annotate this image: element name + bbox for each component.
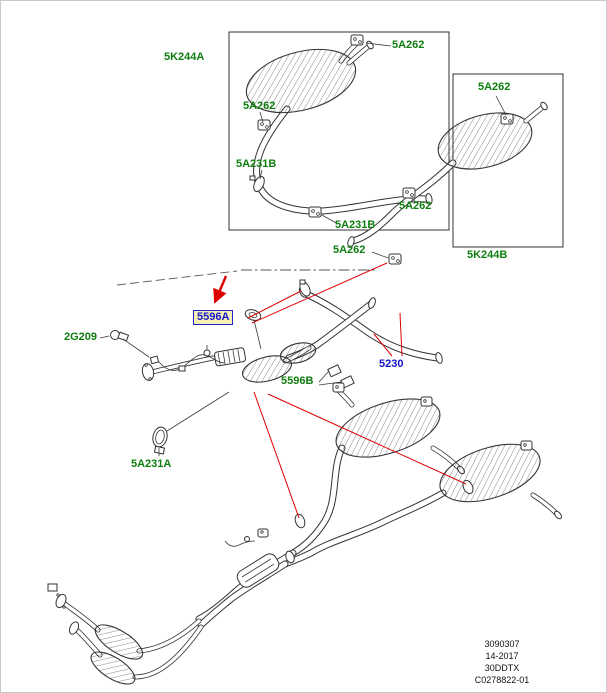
hanger-bracket-5A262-c <box>500 113 514 125</box>
front-pipe-catalyst-assembly <box>110 309 355 455</box>
part-label-5596B[interactable]: 5596B <box>281 375 314 387</box>
red-leader-lines <box>247 262 467 519</box>
clamp-5A231B-a <box>249 175 265 192</box>
clamp-5A231A <box>152 391 230 455</box>
centerline <box>116 269 375 286</box>
black-leader-lines <box>99 42 507 456</box>
hanger-bracket-5A262-d <box>402 187 416 199</box>
part-label-5A231B-a[interactable]: 5A231B <box>236 158 277 170</box>
red-arrow <box>213 275 228 304</box>
hanger-bracket-5A231B-b <box>308 206 322 218</box>
heat-shield <box>236 553 280 588</box>
hanger-bracket-5A262-b <box>257 119 271 131</box>
part-label-5596A-highlighted[interactable]: 5596A <box>193 310 234 325</box>
part-label-5A262-d[interactable]: 5A262 <box>399 200 432 212</box>
part-label-5A262-b[interactable]: 5A262 <box>243 100 276 112</box>
bottom-exhaust-system <box>47 382 562 685</box>
hanger-bracket-5A262-a <box>350 34 364 46</box>
oxygen-sensor-harness <box>149 345 226 372</box>
part-label-5230[interactable]: 5230 <box>379 358 404 370</box>
part-label-5A262-e[interactable]: 5A262 <box>333 244 366 256</box>
reference-code: 30DDTX <box>484 663 520 673</box>
flex-coupling <box>213 347 246 367</box>
sensor-bolt-2G209-icon <box>110 330 150 358</box>
hanger-bracket-5A262-e <box>388 253 402 265</box>
drawing-reference-block: 3090307 14-2017 30DDTX C0278822-01 <box>456 638 548 686</box>
muffler-5K244B-drawing <box>347 101 548 248</box>
drawing-id: C0278822-01 <box>474 675 530 685</box>
part-label-5K244A[interactable]: 5K244A <box>164 51 205 63</box>
muffler-5K244A-drawing <box>245 40 433 215</box>
gasket-5596A-part <box>244 309 262 350</box>
part-label-5A231B-b[interactable]: 5A231B <box>335 219 376 231</box>
part-label-5A262-a[interactable]: 5A262 <box>392 39 425 51</box>
clamp-mid-pipe <box>299 279 311 297</box>
part-label-5A231A[interactable]: 5A231A <box>131 458 172 470</box>
reference-number: 3090307 <box>484 639 520 649</box>
part-label-5K244B[interactable]: 5K244B <box>467 249 508 261</box>
part-label-2G209[interactable]: 2G209 <box>64 331 98 343</box>
reference-date: 14-2017 <box>485 651 519 661</box>
part-label-5A262-c[interactable]: 5A262 <box>478 81 511 93</box>
